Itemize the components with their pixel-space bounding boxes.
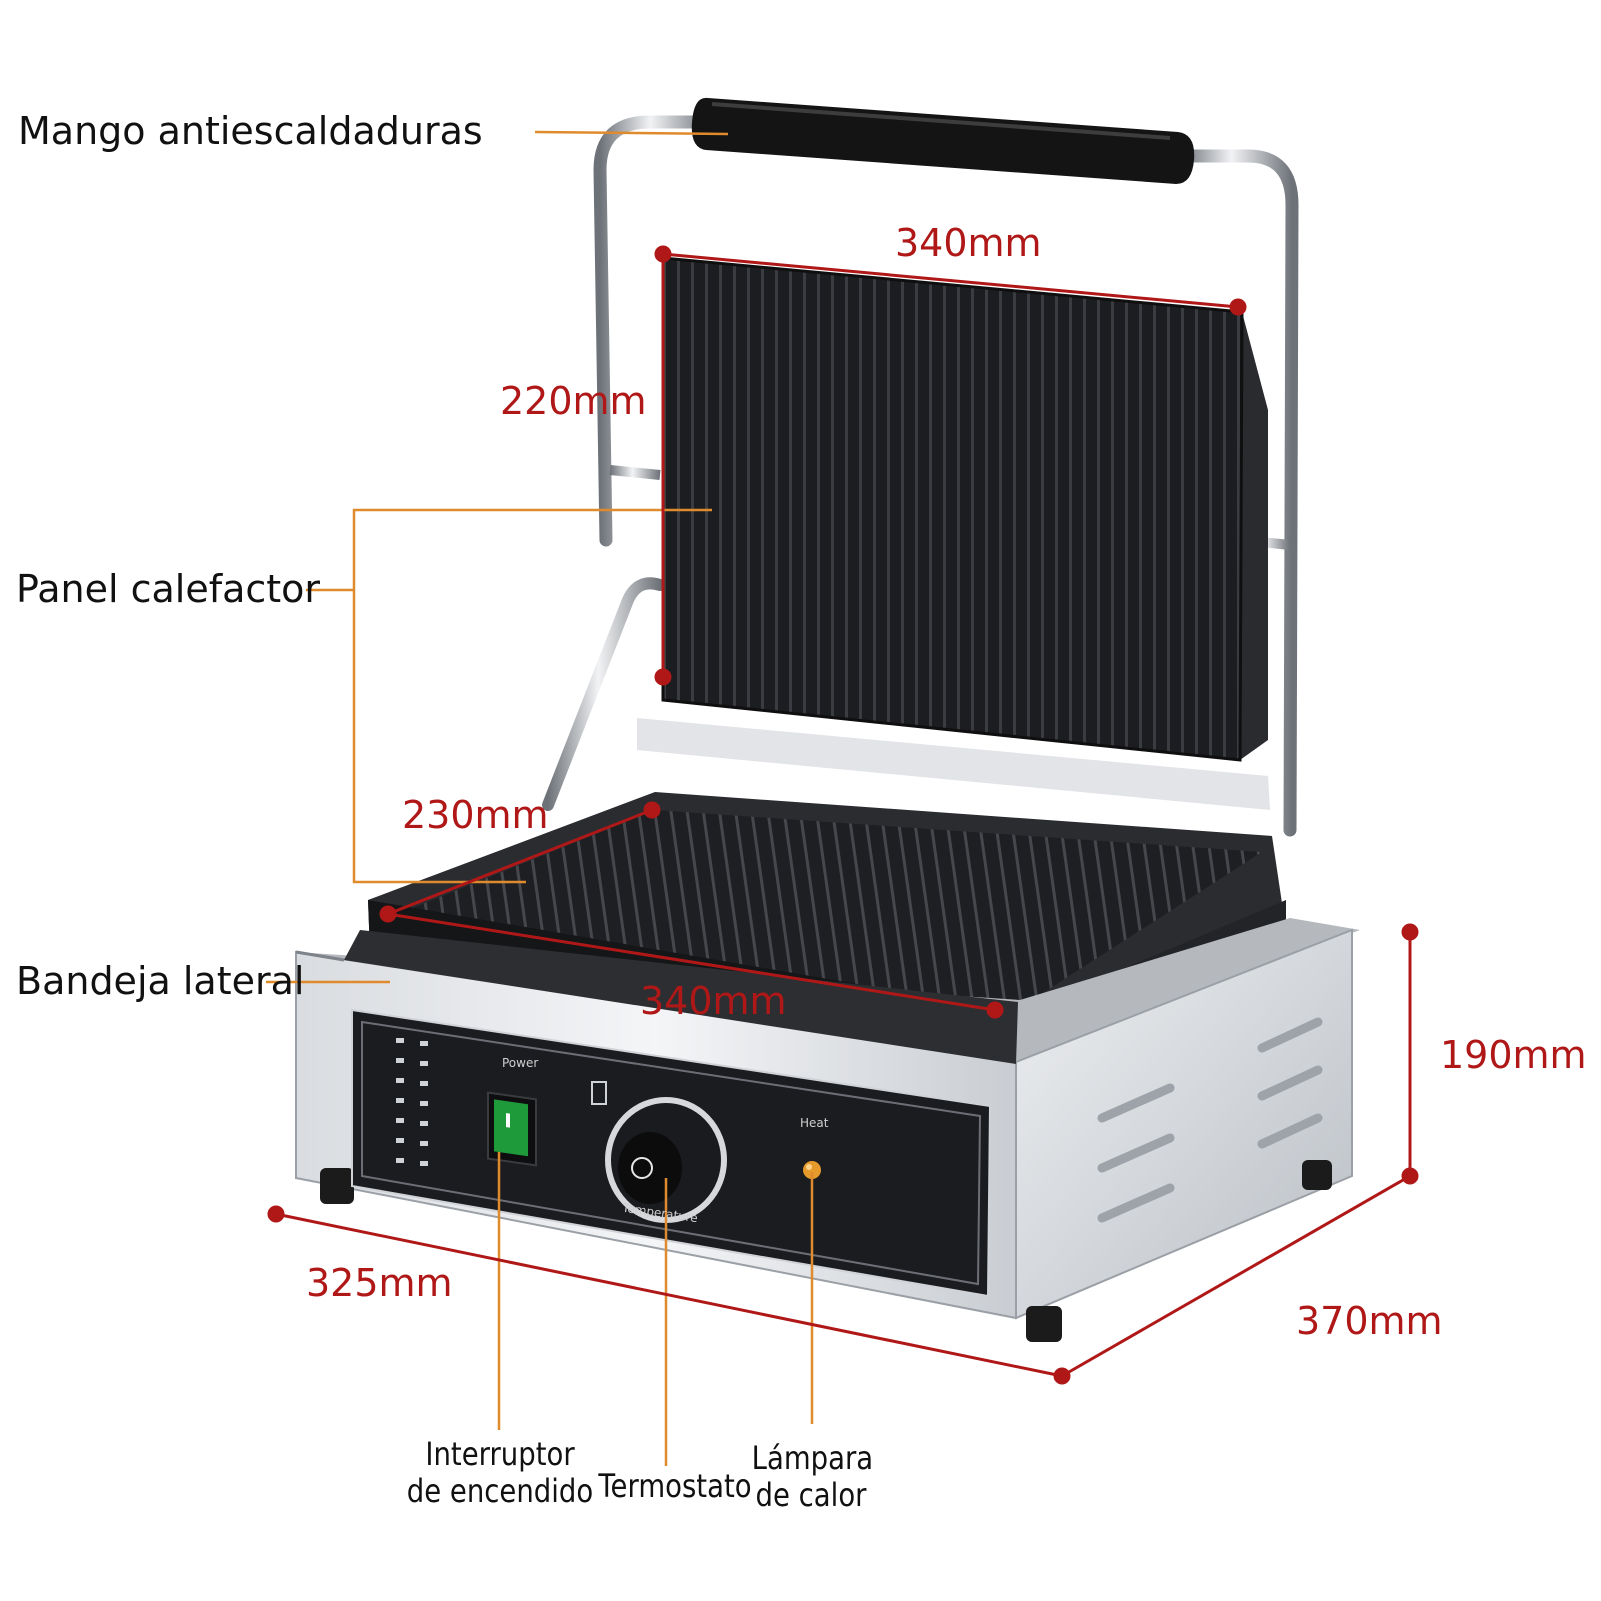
dim-body-height: 190mm [1440, 1033, 1587, 1077]
callout-side-tray: Bandeja lateral [16, 959, 305, 1003]
callout-power-switch-line1: Interruptor [425, 1435, 575, 1473]
callout-heat-lamp-line1: Lámpara [751, 1439, 874, 1477]
callout-power-switch: Interruptor de encendido [404, 1436, 597, 1510]
callout-lines [266, 130, 814, 1466]
grill-handle-icon [691, 97, 1195, 184]
callout-heat-lamp: Lámpara de calor [751, 1439, 874, 1514]
foot-front-right [1026, 1306, 1062, 1342]
callout-heating-panel: Panel calefactor [16, 567, 321, 611]
power-switch-icon [487, 1091, 537, 1167]
callout-heat-lamp-line2: de calor [755, 1475, 867, 1514]
dim-body-width: 325mm [306, 1261, 453, 1305]
callout-thermostat: Termostato [598, 1467, 752, 1505]
dim-top-plate-height: 220mm [500, 379, 647, 423]
foot-back-right [1302, 1160, 1332, 1190]
panel-label-power: Power [502, 1056, 539, 1070]
heat-lamp-icon [803, 1161, 821, 1179]
callout-handle: Mango antiescaldaduras [18, 109, 483, 153]
panel-label-heat: Heat [800, 1116, 829, 1130]
dimension-lines [267, 245, 1419, 1385]
instruction-glyphs [396, 1038, 428, 1166]
dim-top-plate-width: 340mm [895, 221, 1042, 265]
dim-body-depth: 370mm [1296, 1299, 1443, 1343]
dim-bottom-plate-width: 340mm [640, 979, 787, 1023]
foot-front-left [320, 1168, 354, 1204]
top-plate [637, 256, 1270, 810]
grill-body [295, 918, 1360, 1342]
vent-slots [1097, 1017, 1323, 1223]
control-panel [351, 1008, 992, 1298]
dim-bottom-plate-depth: 230mm [402, 793, 549, 837]
callout-power-switch-line2: de encendido [406, 1471, 594, 1510]
